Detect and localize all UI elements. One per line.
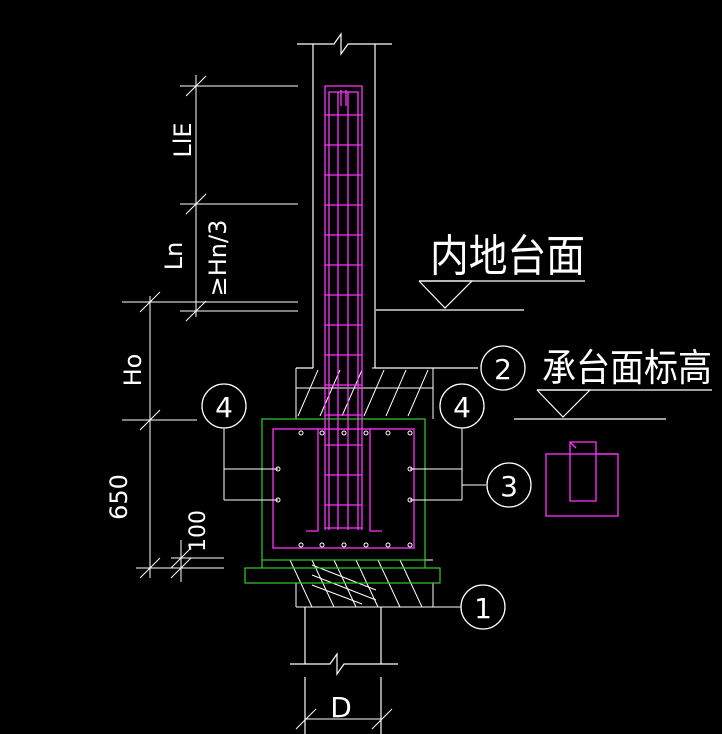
svg-text:4: 4	[453, 391, 471, 424]
label-floor-surface: 内地台面	[430, 231, 585, 282]
label-hn3: ≥Hn/3	[204, 220, 232, 297]
callout-3: 3	[486, 462, 532, 508]
bottom-dimension	[295, 708, 393, 730]
callout-leaders	[223, 367, 486, 608]
pile-cap-outline	[244, 418, 441, 584]
label-lle: LlE	[169, 122, 197, 157]
callout-4-left: 4	[201, 383, 247, 429]
column-rebar-cage	[324, 85, 363, 530]
cap-top-hatch	[295, 368, 434, 419]
cap-top-elevation-marker	[514, 389, 712, 420]
pile-outline	[290, 607, 398, 734]
label-ho: Ho	[119, 354, 147, 387]
svg-text:4: 4	[215, 391, 233, 424]
svg-text:1: 1	[474, 592, 492, 625]
cap-rebar-cage	[272, 428, 415, 549]
label-cap-top-elevation: 承台面标高	[542, 346, 712, 390]
stirrup-detail-icon	[545, 441, 619, 517]
svg-text:2: 2	[494, 353, 512, 386]
label-100: 100	[186, 510, 211, 552]
callout-2: 2	[480, 345, 526, 391]
label-d: D	[330, 691, 352, 724]
label-ln: Ln	[160, 242, 188, 271]
left-dimension-lines	[122, 75, 298, 582]
label-650: 650	[105, 474, 133, 520]
callout-4-right: 4	[439, 383, 485, 429]
svg-text:3: 3	[500, 470, 518, 503]
floor-elevation-marker	[376, 280, 585, 311]
cap-rebar-dots	[275, 430, 413, 548]
callout-1: 1	[460, 584, 506, 630]
column-outline	[296, 32, 478, 369]
